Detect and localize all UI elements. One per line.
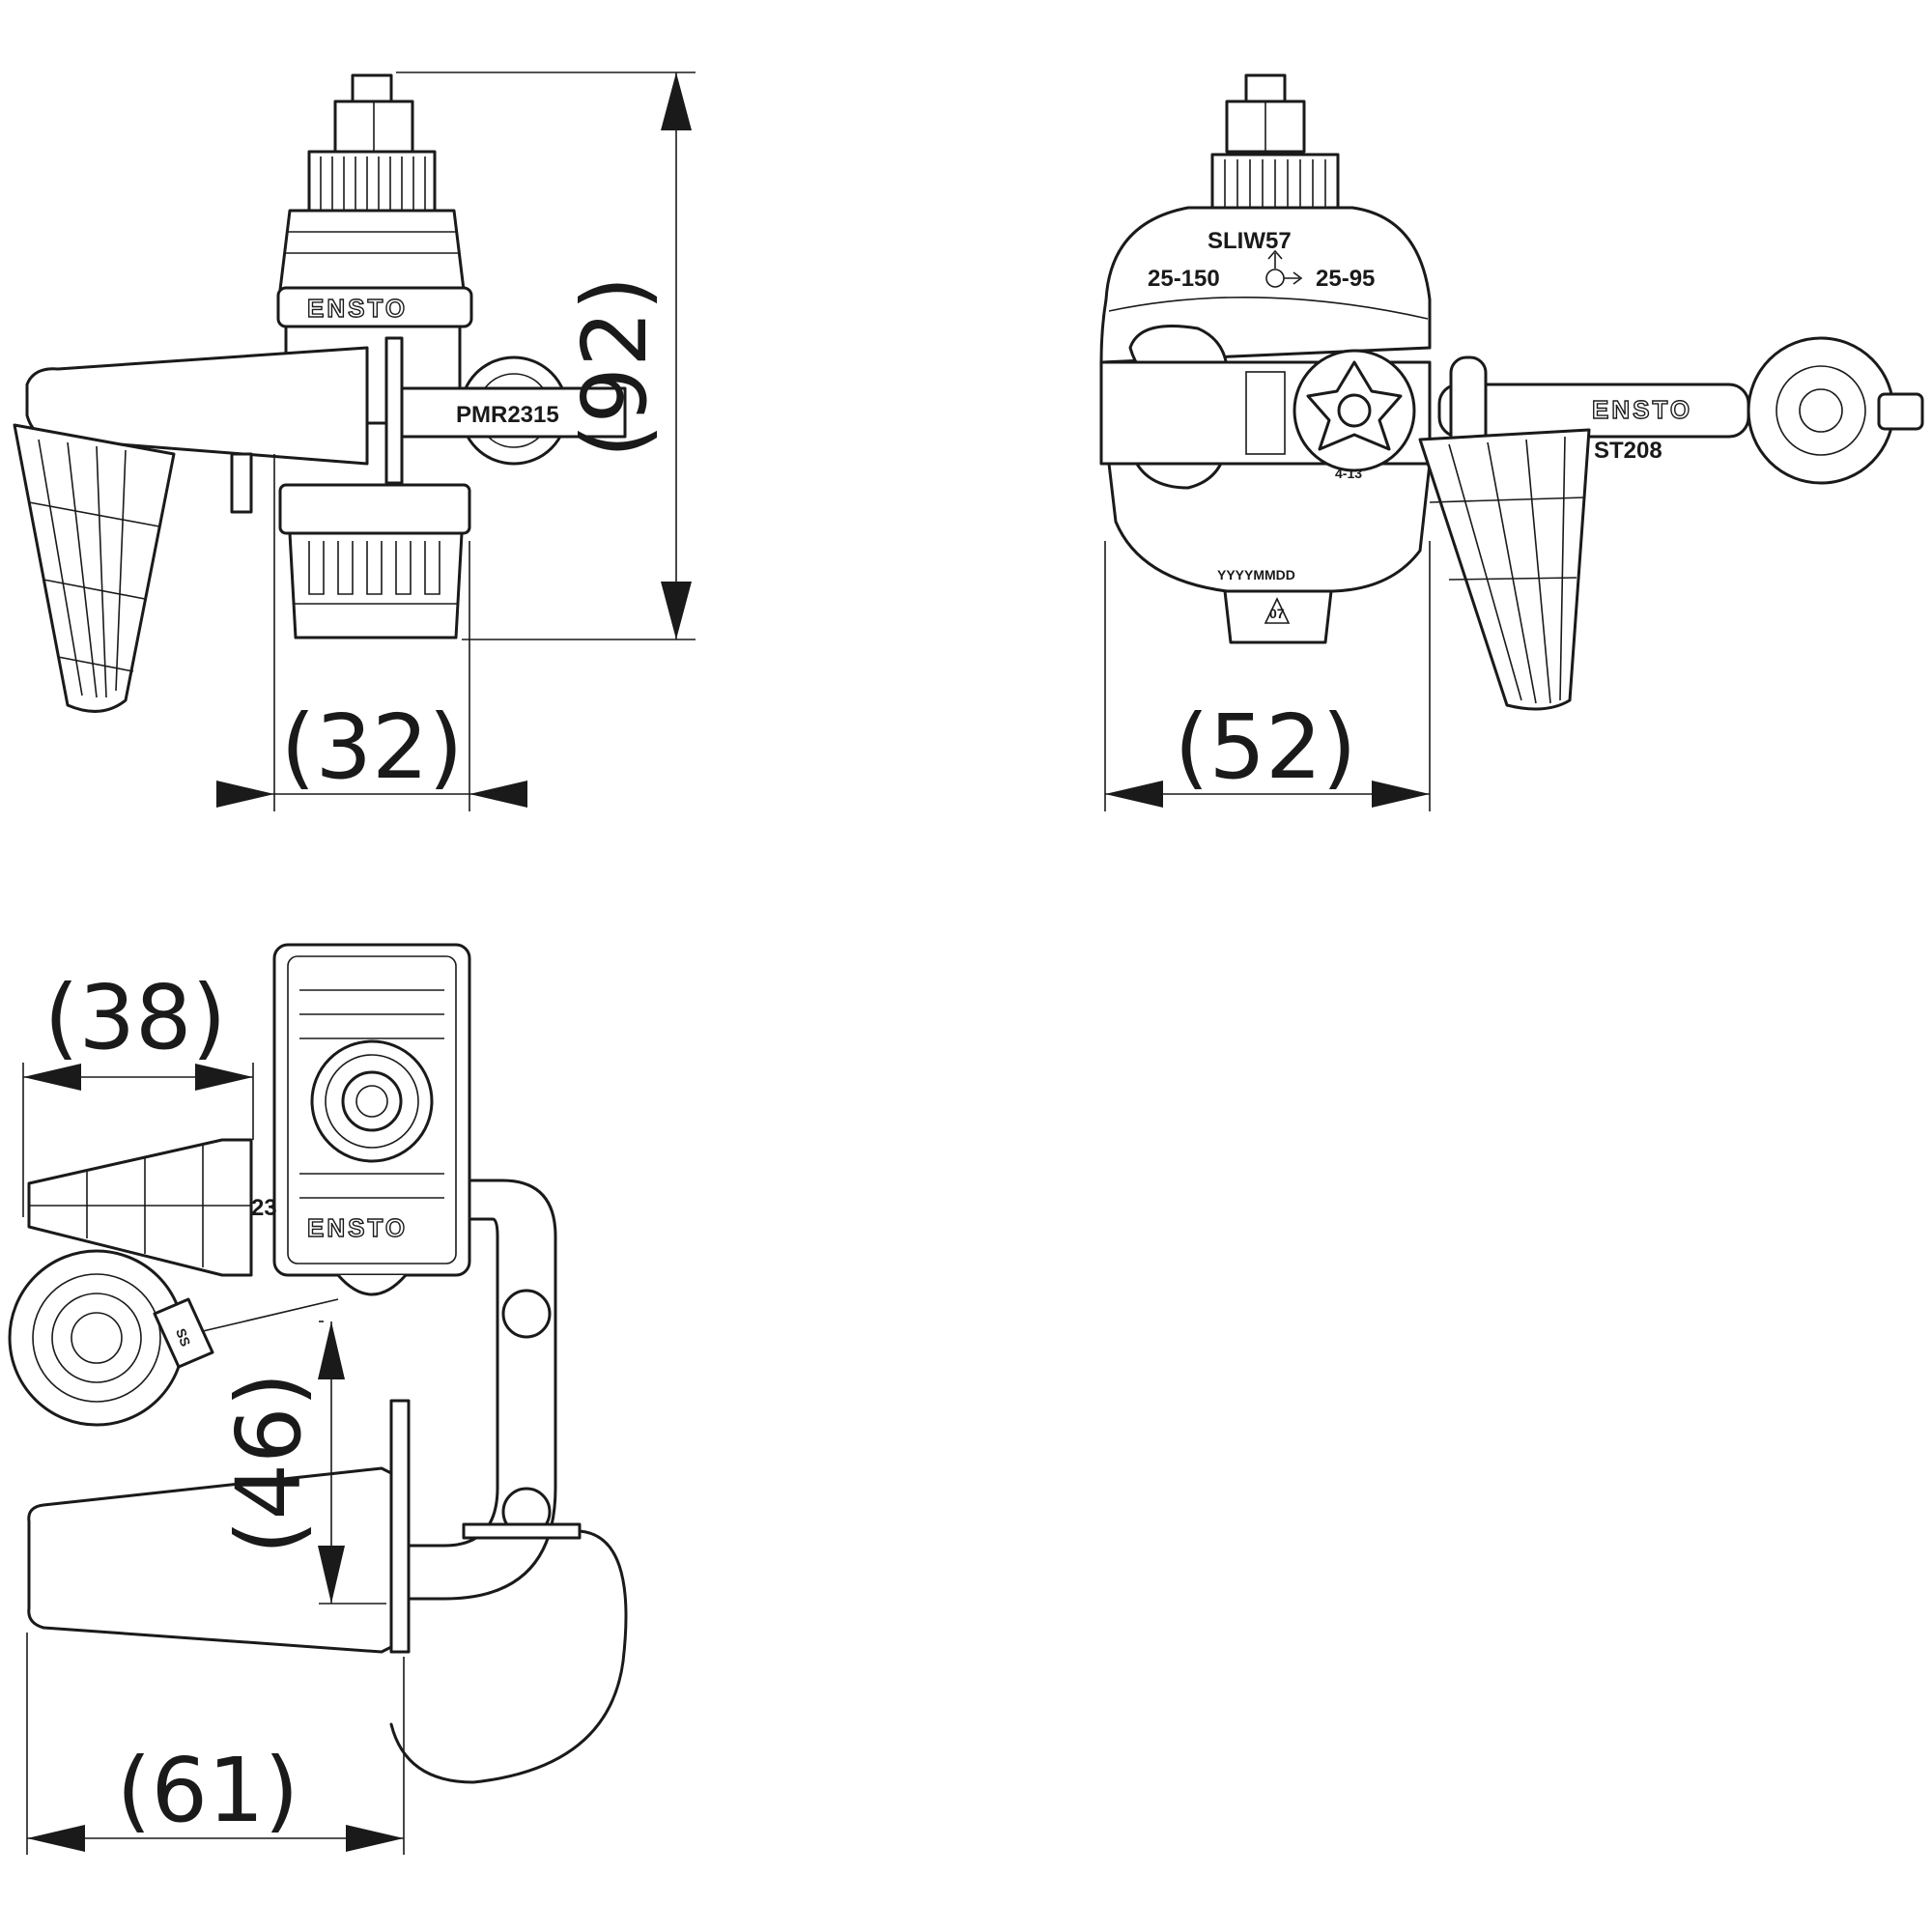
ring-stub	[1877, 392, 1924, 431]
arrow-up	[661, 72, 692, 130]
dim-92: (92)	[396, 71, 696, 640]
cap-code-label: PMR2315	[456, 402, 559, 428]
cap-tag-small	[153, 1297, 214, 1369]
arrow-down	[318, 1546, 345, 1604]
direction-icon	[1265, 249, 1303, 288]
front-brand-label: ENSTO	[1592, 395, 1692, 424]
bent-pipe-outer	[384, 1179, 557, 1601]
dim-61: (61)	[26, 1633, 405, 1855]
top-nut	[341, 1070, 403, 1132]
arrow-right	[346, 1825, 404, 1852]
arrow-right	[216, 781, 274, 808]
arrow-down	[661, 582, 692, 639]
front-cap-bar	[1437, 383, 1750, 439]
arrow-right	[1372, 781, 1430, 808]
front-bell	[1418, 428, 1591, 711]
lower-flange	[389, 1399, 411, 1654]
side-bell	[13, 423, 176, 713]
arrow-right	[195, 1064, 253, 1091]
arrow-left	[1105, 781, 1163, 808]
side-clip	[230, 452, 253, 514]
top-cone	[27, 1138, 253, 1277]
top-ear	[336, 1274, 408, 1296]
side-view: ENSTO PMR2315	[13, 71, 696, 811]
bolt-range-label: 4-13	[1335, 466, 1362, 481]
shear-bolt	[1337, 393, 1372, 428]
dim-32: (32)	[216, 454, 527, 811]
arrow-left	[27, 1825, 85, 1852]
top-round-cap	[8, 1249, 185, 1427]
connector-code-label: SLIW57	[1208, 228, 1292, 254]
dim-32-label: (32)	[281, 696, 464, 799]
front-view: SLIW57 25-150 25-95 YYYYMMDD 07 4-13 ENS…	[1099, 73, 1924, 811]
tag-text-label: SS	[173, 1326, 193, 1349]
bent-pipe-inner	[384, 1217, 499, 1548]
dim-38: (38)	[22, 966, 254, 1217]
cap-code-front-label: ST208	[1594, 438, 1662, 464]
lower-tab	[1223, 589, 1333, 644]
front-ring	[1747, 336, 1895, 485]
dim-52-label: (52)	[1175, 696, 1357, 799]
recycle-icon	[1264, 597, 1291, 624]
range-main-label: 25-150	[1148, 266, 1220, 292]
arrow-up	[318, 1321, 345, 1379]
dim-52: (52)	[1104, 541, 1431, 811]
recycle-code-label: 07	[1269, 606, 1285, 621]
upper-jaw	[1099, 206, 1432, 364]
cap-tag	[389, 386, 627, 439]
date-code-label: YYYYMMDD	[1217, 567, 1295, 582]
lower-body	[278, 483, 471, 535]
dim-61-label: (61)	[117, 1739, 299, 1842]
brand-label: ENSTO	[307, 294, 408, 323]
partial-code-label: 23	[251, 1195, 277, 1221]
pipe-bracket	[462, 1522, 582, 1540]
dim-92-label: (92)	[563, 276, 667, 459]
arrow-left	[23, 1064, 81, 1091]
tag-post	[384, 336, 404, 485]
top-brand-label: ENSTO	[307, 1213, 408, 1242]
lower-teeth	[288, 531, 464, 639]
wire-loop	[389, 1529, 628, 1784]
dim-46-label: (46)	[217, 1373, 321, 1555]
upper-body	[278, 209, 466, 292]
top-view: ENSTO 23 SS (38)	[8, 943, 628, 1855]
dim-46: (46)	[217, 1321, 386, 1605]
pipe-hole-upper	[501, 1289, 552, 1339]
arrow-left	[469, 781, 527, 808]
range-tap-label: 25-95	[1316, 266, 1375, 292]
side-cone	[25, 346, 369, 466]
front-bolt-tip	[1244, 73, 1287, 106]
dim-38-label: (38)	[44, 966, 227, 1069]
